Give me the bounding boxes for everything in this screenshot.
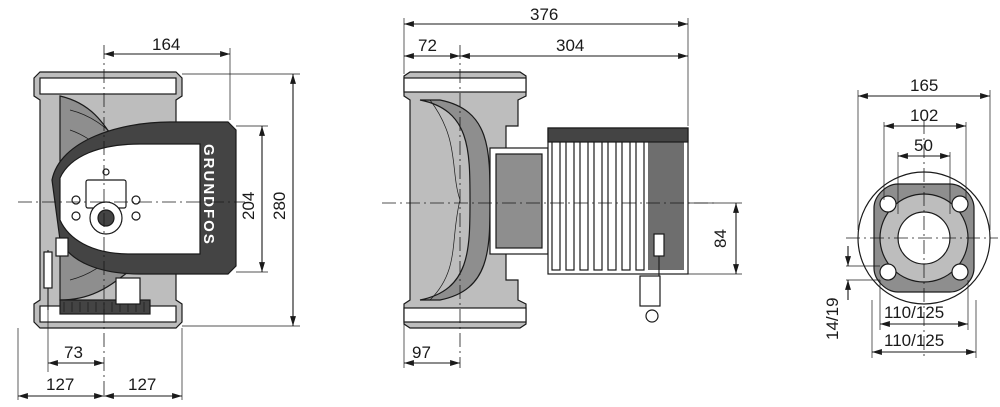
dim-side-left: 72 bbox=[418, 36, 437, 55]
dim-front-top: 164 bbox=[152, 35, 180, 54]
dim-front-bottom-inner: 73 bbox=[64, 343, 83, 362]
control-panel bbox=[59, 143, 201, 255]
bolt-hole-tr bbox=[951, 195, 969, 213]
dim-flange-mid: 102 bbox=[910, 106, 938, 125]
dim-front-bottom-left: 127 bbox=[46, 375, 74, 394]
bolt-hole-tl bbox=[879, 195, 897, 213]
bolt-hole-br bbox=[951, 263, 969, 281]
front-brand-label: GRUNDFOS bbox=[200, 144, 217, 246]
motor-top-band bbox=[547, 127, 689, 143]
dim-front-inner-height: 204 bbox=[239, 192, 258, 220]
dim-flange-holes-a: 110/125 bbox=[884, 303, 944, 322]
dim-side-motor-height: 84 bbox=[711, 229, 730, 248]
side-view: 376 72 304 84 97 bbox=[382, 5, 742, 368]
front-view: GRUNDFOS 164 204 280 73 127 127 bbox=[17, 35, 300, 400]
motor-fins bbox=[551, 131, 684, 271]
side-drain-plug bbox=[639, 275, 661, 307]
dim-flange-hole: 14/19 bbox=[823, 297, 842, 340]
dim-front-bottom-right: 127 bbox=[128, 375, 156, 394]
dim-side-total: 376 bbox=[530, 5, 558, 24]
side-top-flange bbox=[403, 77, 527, 93]
dim-side-right: 304 bbox=[556, 36, 584, 55]
flange-view: 165 102 50 14/19 110/125 110/125 bbox=[823, 76, 998, 358]
dim-front-outer-height: 280 bbox=[270, 192, 289, 220]
dim-flange-inner: 50 bbox=[914, 136, 933, 155]
side-coupling-inner bbox=[495, 153, 543, 249]
side-cable-gland bbox=[653, 233, 665, 257]
front-top-flange bbox=[39, 77, 177, 95]
dim-side-bottom: 97 bbox=[412, 343, 431, 362]
side-cable-end bbox=[645, 309, 659, 323]
control-knob-inner bbox=[97, 209, 115, 227]
side-bottom-flange bbox=[403, 307, 527, 323]
bolt-hole-bl bbox=[879, 263, 897, 281]
drain-plug-front bbox=[115, 277, 141, 305]
dim-flange-holes-b: 110/125 bbox=[884, 331, 944, 350]
dim-flange-outer: 165 bbox=[910, 76, 938, 95]
cable-gland-left bbox=[55, 237, 69, 257]
side-impeller-curve bbox=[419, 99, 491, 301]
cable-left bbox=[43, 251, 53, 289]
